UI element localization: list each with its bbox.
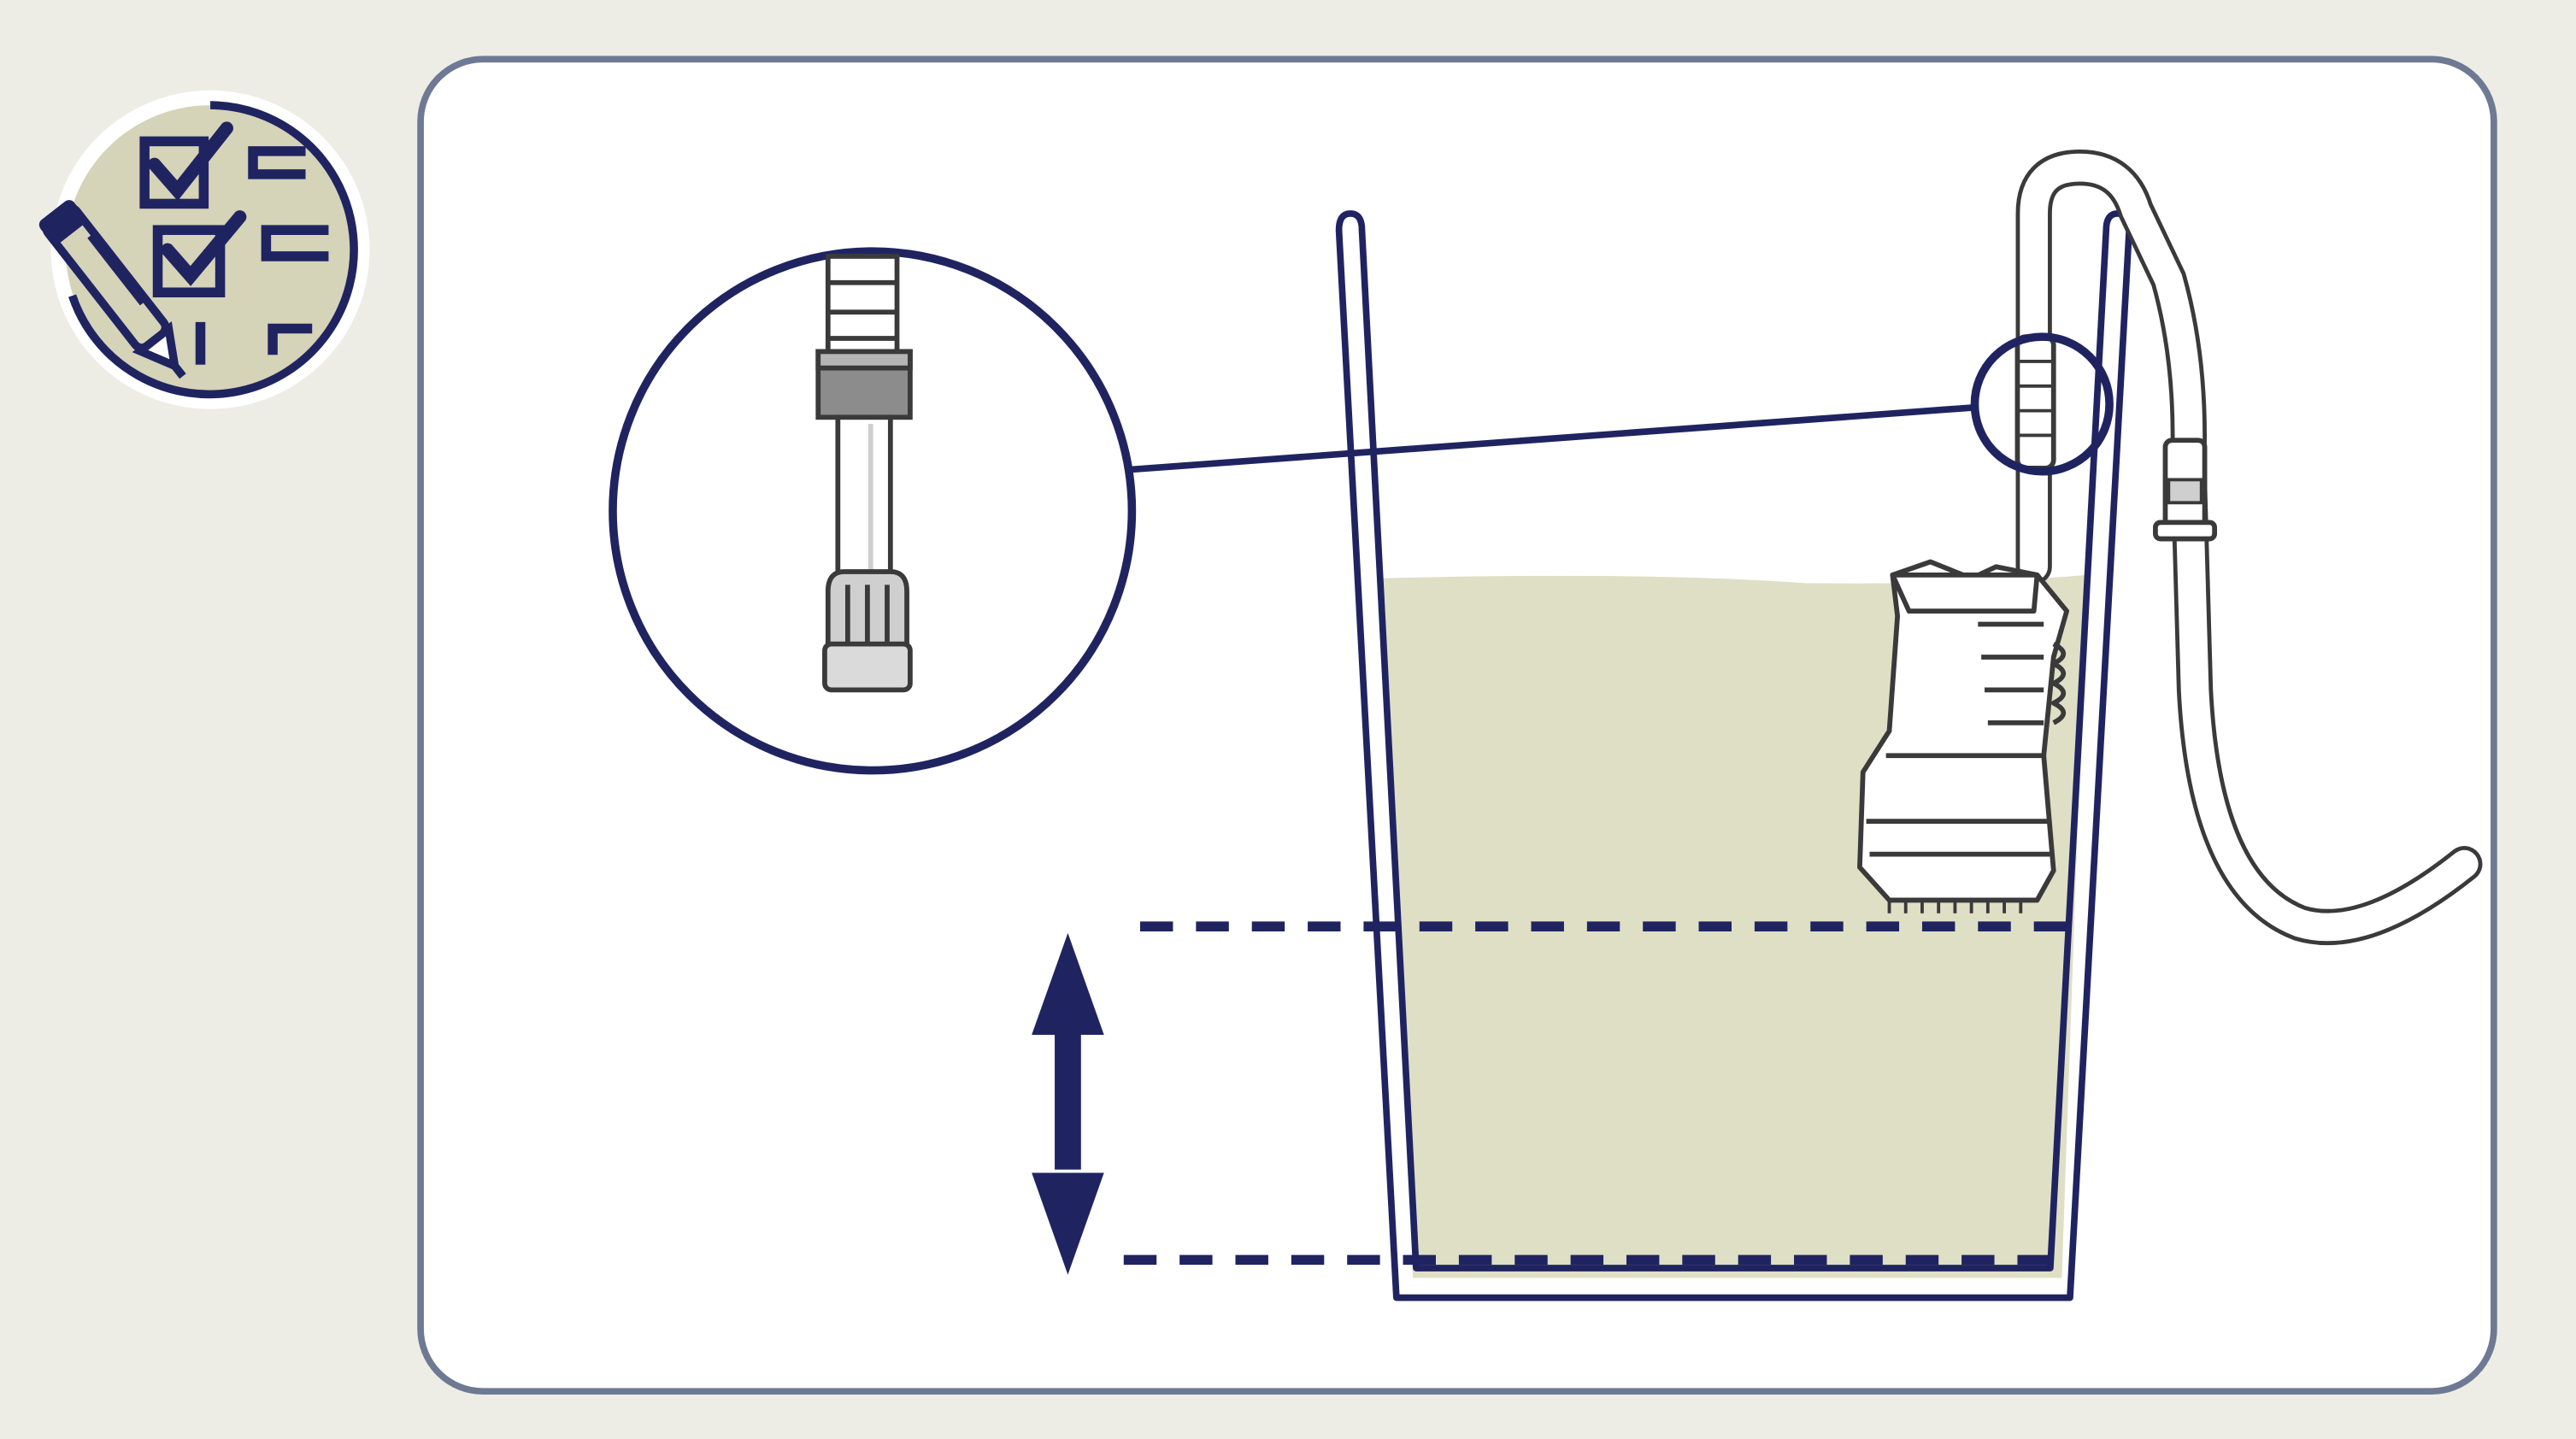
checklist-pen-icon — [38, 90, 370, 409]
submersible-pump — [1857, 559, 2070, 913]
double-headed-arrow — [1032, 932, 1104, 1275]
discharge-hose — [2014, 149, 2483, 946]
callout-target-circle — [1970, 332, 2114, 476]
detail-callout — [609, 247, 2114, 775]
